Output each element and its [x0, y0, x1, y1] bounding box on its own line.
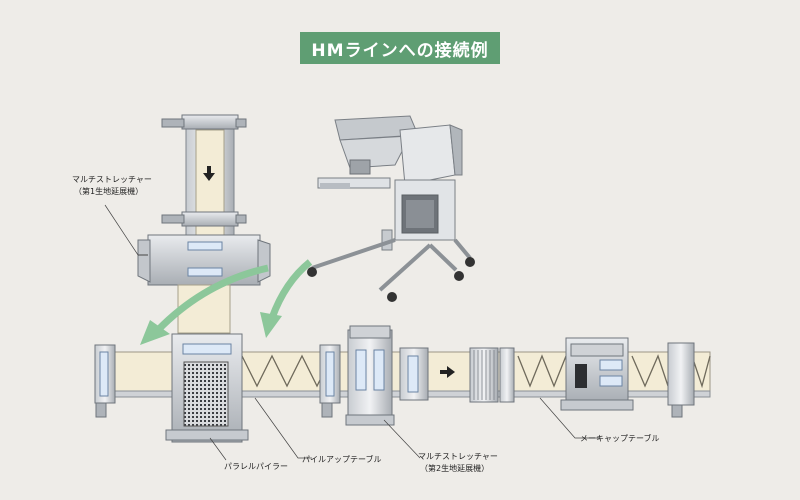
makeup-table	[560, 337, 634, 411]
label-stretcher-1-line2: （第1生地延展機）	[74, 186, 143, 196]
label-makeup-table: メーキャップテーブル	[580, 433, 660, 443]
depositor-machine	[307, 115, 475, 302]
right-arrow-icon	[440, 366, 455, 378]
parallel-piler	[165, 333, 249, 443]
curved-arrow-icon	[140, 264, 269, 345]
label-parallel-piler: パラレルパイラー	[224, 462, 288, 471]
leader-lines	[209, 397, 600, 461]
down-arrow-icon	[203, 166, 215, 181]
label-stretcher-1-line1: マルチストレッチャー	[72, 175, 152, 184]
label-pileup-table: パイルアップテーブル	[302, 454, 382, 464]
diagram-title: HMラインへの接続例	[300, 32, 500, 64]
curved-arrow-icon	[260, 259, 313, 338]
label-stretcher-2-line1: マルチストレッチャー	[418, 452, 498, 461]
label-stretcher-2-line2: （第2生地延展機）	[420, 463, 489, 473]
multi-stretcher-2	[345, 325, 395, 426]
